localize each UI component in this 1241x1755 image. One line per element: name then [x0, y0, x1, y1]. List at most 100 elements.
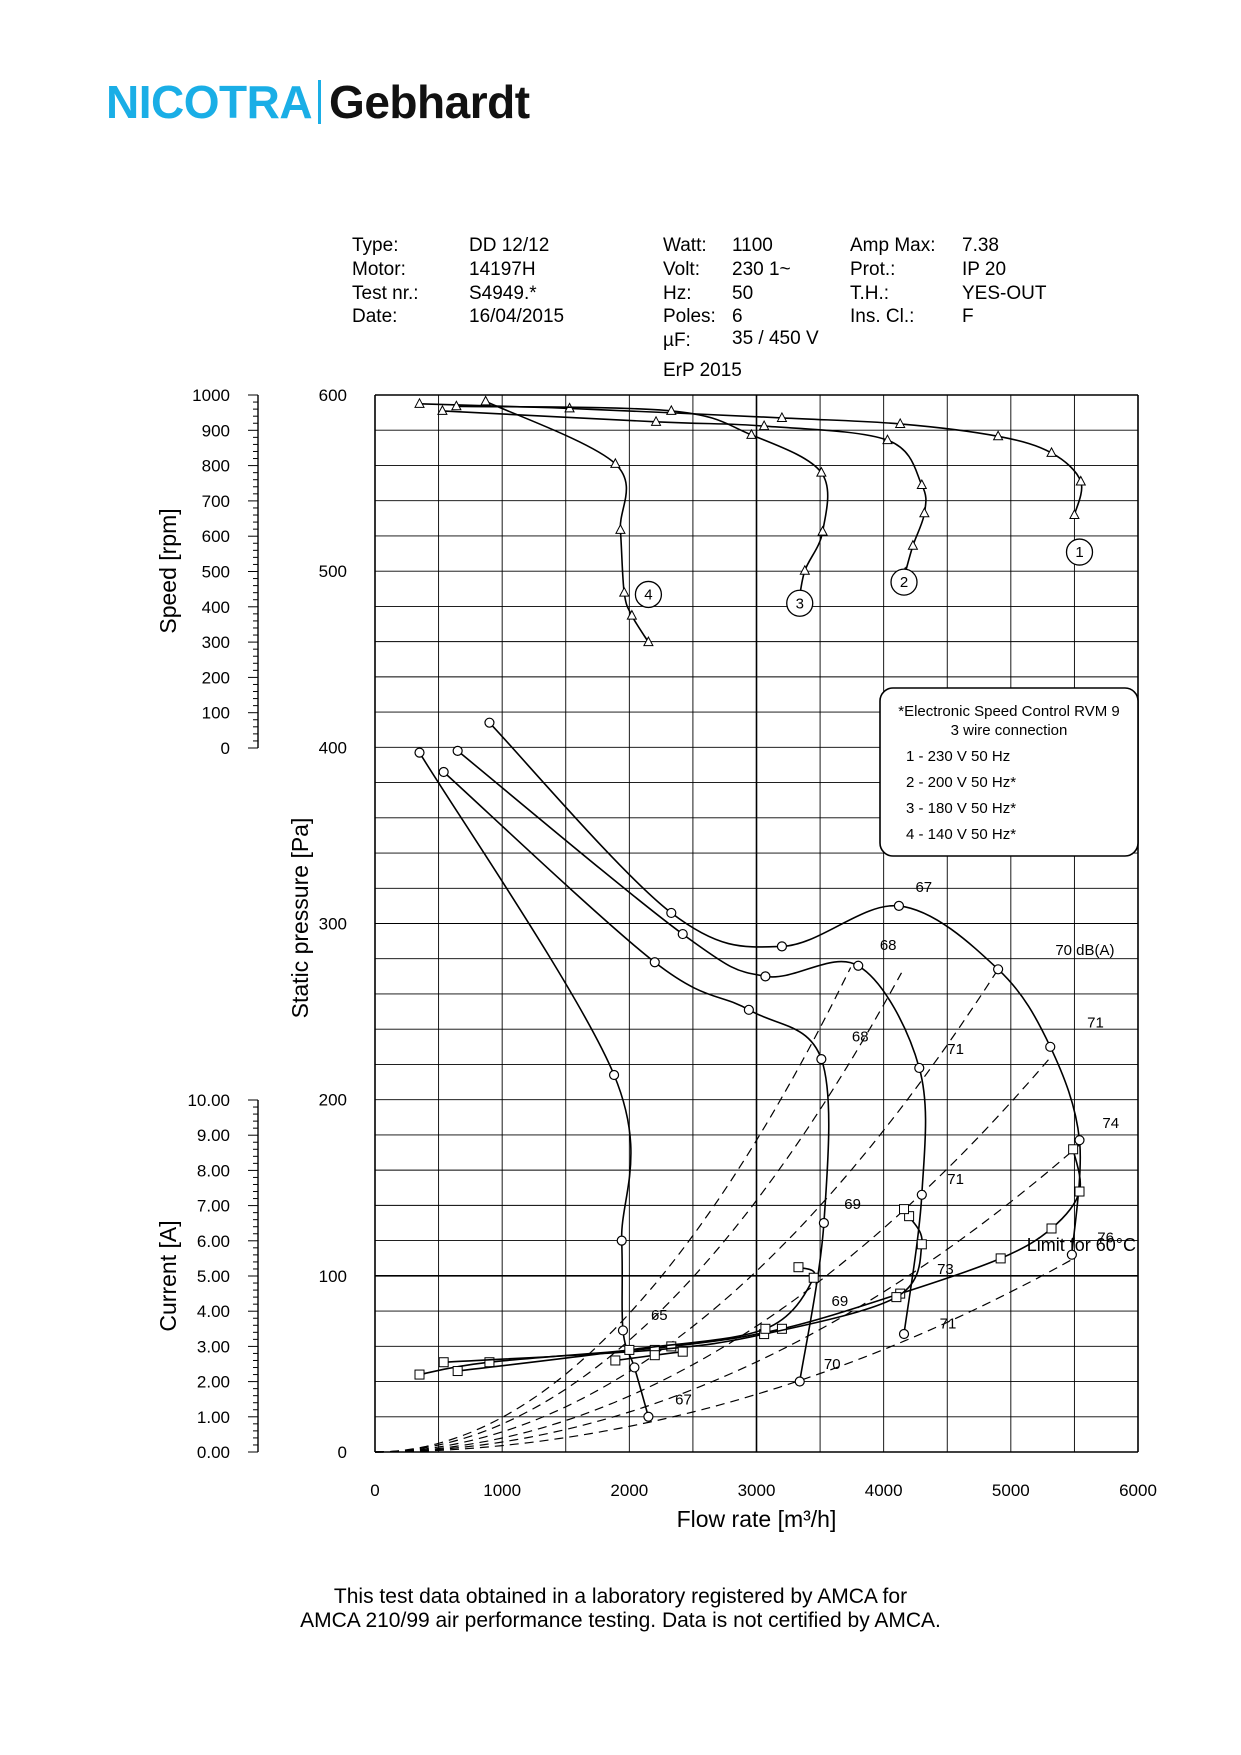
test-number-label: Test nr.:: [352, 283, 419, 304]
current-point: [414, 1369, 425, 1380]
curve-number-circle: [786, 589, 814, 617]
poles-label: Poles:: [663, 306, 716, 327]
speed-point: [746, 428, 757, 439]
speed-point: [1075, 475, 1087, 486]
current-point: [916, 1239, 927, 1250]
speed-tick-label: 700: [202, 492, 230, 511]
speed-point: [919, 507, 930, 518]
pressure-point: [666, 907, 677, 919]
type-label: Type:: [352, 235, 399, 256]
speed-tick-label: 0: [221, 739, 230, 758]
pressure-point: [438, 766, 449, 778]
speed-tick-label: 500: [202, 563, 230, 582]
current-point: [808, 1272, 819, 1283]
speed-tick-label: 300: [202, 633, 230, 652]
type-value: DD 12/12: [469, 235, 550, 256]
system-curves: [374, 967, 1082, 1453]
speed-curve-4: [480, 395, 654, 647]
speed-point: [907, 539, 919, 550]
curve-number-circle: [890, 568, 918, 596]
curve-number-label: 2: [900, 574, 908, 591]
current-point: [1074, 1186, 1085, 1197]
motor-value: 14197H: [469, 259, 536, 280]
current-point: [438, 1357, 449, 1368]
speed-point: [992, 430, 1004, 441]
speed-point: [610, 457, 621, 468]
footer-line-1: This test data obtained in a laboratory …: [333, 1585, 908, 1608]
speed-point: [618, 586, 630, 597]
pressure-point: [993, 964, 1004, 975]
noise-level-label: 67: [675, 1391, 692, 1408]
noise-level-label: 69: [844, 1196, 861, 1213]
curve-number-circle: [634, 580, 663, 609]
current-point: [649, 1350, 660, 1361]
pressure-point: [818, 1217, 829, 1229]
pressure-tick-label: 300: [319, 915, 347, 934]
speed-tick-label: 400: [202, 598, 230, 617]
current-point: [1046, 1223, 1057, 1234]
current-curve-line: [457, 1266, 816, 1372]
speed-point: [882, 434, 893, 445]
pressure-point: [643, 1411, 654, 1422]
current-tick-label: 3.00: [197, 1337, 230, 1356]
system-curve-dashed: [374, 1057, 1051, 1453]
pressure-curve-line: [418, 752, 650, 1418]
current-tick-label: 10.00: [187, 1091, 230, 1110]
noise-level-label: 70: [824, 1356, 841, 1373]
pressure-point: [608, 1069, 620, 1081]
noise-level-label: 71: [947, 1041, 964, 1058]
legend-box: [879, 687, 1139, 857]
logo-separator: [318, 80, 322, 124]
flow-tick-label: 5000: [992, 1481, 1030, 1500]
current-point: [624, 1344, 635, 1355]
logo-part-gebhardt: Gebhardt: [329, 76, 530, 128]
current-curve-3: [452, 1262, 819, 1377]
pressure-point: [776, 941, 788, 952]
footer-line-2: AMCA 210/99 air performance testing. Dat…: [300, 1609, 941, 1632]
pressure-curve-3: [438, 766, 830, 1387]
protection-value: IP 20: [962, 259, 1007, 280]
capacitor-label: µF:: [663, 330, 691, 351]
current-tick-label: 9.00: [197, 1126, 230, 1145]
legend-item: 3 - 180 V 50 Hz*: [906, 800, 1016, 817]
date-value: 16/04/2015: [469, 306, 565, 327]
pressure-point: [914, 1062, 925, 1074]
pressure-point: [616, 1235, 627, 1246]
current-tick-label: 7.00: [197, 1197, 230, 1216]
speed-point: [776, 411, 788, 422]
grid: [374, 394, 1139, 1453]
speed-point: [414, 397, 425, 408]
pressure-point: [898, 1328, 910, 1340]
pressure-point: [677, 928, 688, 940]
legend-subtitle: 3 wire connection: [951, 722, 1068, 739]
speed-point: [894, 417, 906, 428]
current-curve-4: [610, 1346, 688, 1366]
flow-tick-label: 6000: [1119, 1481, 1157, 1500]
speed-point: [799, 564, 811, 575]
curve-number-label: 3: [796, 595, 804, 612]
system-curve-dashed: [374, 1257, 1076, 1453]
current-tick-label: 4.00: [197, 1302, 230, 1321]
speed-axis-label: Speed [rpm]: [155, 508, 181, 633]
current-tick-label: 2.00: [197, 1373, 230, 1392]
pressure-curve-1: [484, 717, 1085, 1260]
pressure-point: [743, 1004, 754, 1015]
amp-max-label: Amp Max:: [850, 235, 936, 256]
speed-point: [437, 404, 448, 415]
pressure-point: [1074, 1135, 1085, 1146]
pressure-curve-4: [414, 747, 654, 1422]
amp-max-value: 7.38: [962, 235, 999, 256]
current-tick-label: 0.00: [197, 1443, 230, 1462]
speed-point: [451, 400, 462, 411]
speed-point: [816, 466, 827, 477]
pressure-point: [893, 900, 905, 911]
pressure-point: [853, 960, 864, 971]
current-curve-line: [419, 1149, 1082, 1376]
noise-level-label: 74: [1102, 1115, 1119, 1132]
noise-level-label: 68: [852, 1029, 869, 1046]
system-curve-dashed: [374, 1143, 1082, 1453]
noise-level-label: 70 dB(A): [1055, 942, 1114, 959]
speed-point: [665, 404, 677, 415]
pressure-point: [1045, 1041, 1056, 1052]
current-point: [899, 1204, 910, 1215]
